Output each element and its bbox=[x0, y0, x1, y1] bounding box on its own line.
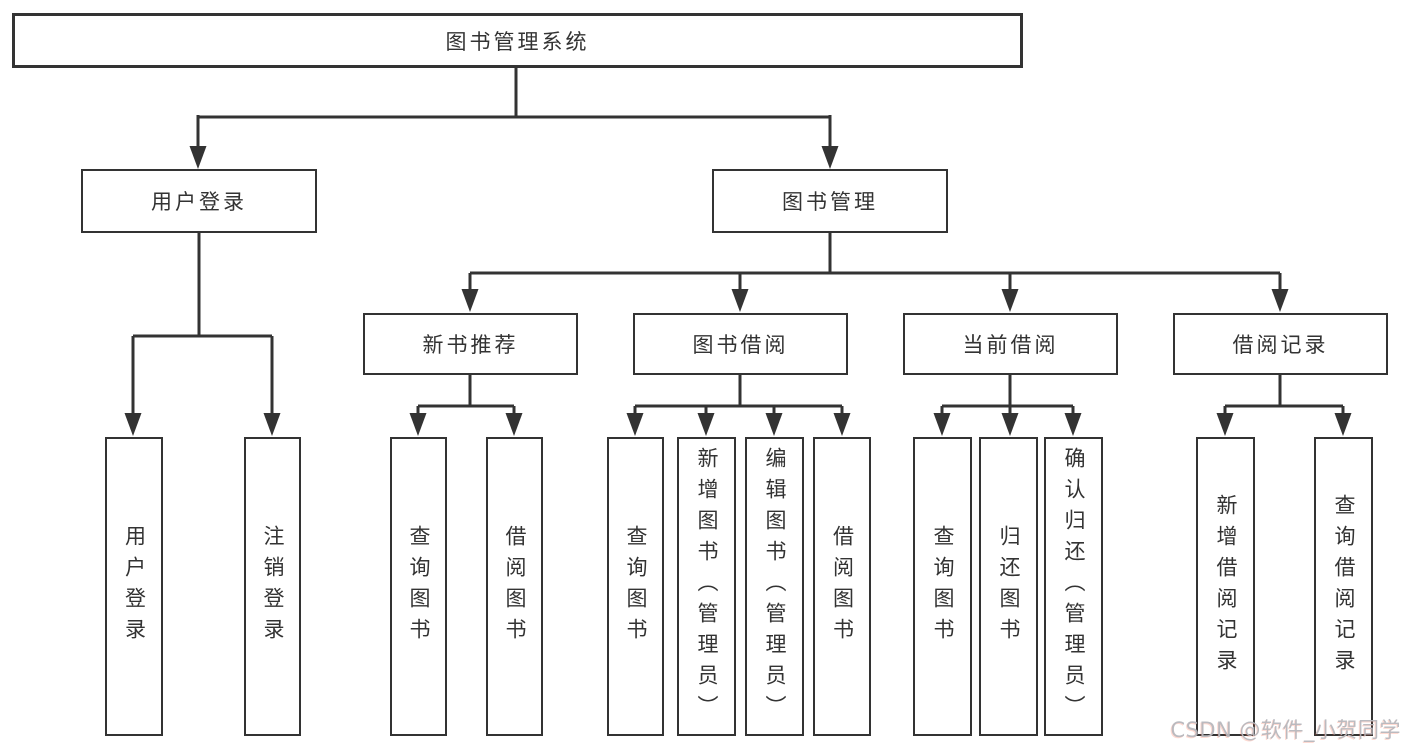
leaf-label: 查询图书 bbox=[407, 524, 431, 649]
leaf-add-book-admin: 新增图书（管理员） bbox=[677, 437, 736, 736]
leaf-label: 借阅图书 bbox=[503, 524, 527, 649]
leaf-label: 查询图书 bbox=[624, 524, 648, 649]
connector-current-borrow-to-leaves bbox=[940, 375, 1075, 418]
leaf-edit-book-admin: 编辑图书（管理员） bbox=[745, 437, 804, 736]
csdn-watermark: CSDN @软件_小贺同学 bbox=[1170, 718, 1401, 742]
leaf-label: 注销登录 bbox=[261, 524, 285, 649]
leaf-borrow-books-borrowing: 借阅图书 bbox=[813, 437, 871, 736]
node-library-management-system: 图书管理系统 bbox=[12, 13, 1023, 68]
leaf-label: 新增借阅记录 bbox=[1214, 493, 1238, 680]
leaf-confirm-return-admin: 确认归还（管理员） bbox=[1044, 437, 1103, 736]
leaf-label: 确认归还（管理员） bbox=[1062, 447, 1086, 726]
connector-new-book-to-leaves bbox=[416, 375, 516, 418]
leaf-logout: 注销登录 bbox=[244, 437, 301, 736]
leaf-query-books-current: 查询图书 bbox=[913, 437, 972, 736]
node-borrow-records: 借阅记录 bbox=[1173, 313, 1388, 375]
leaf-label: 新增图书（管理员） bbox=[695, 447, 719, 726]
leaf-add-borrow-record: 新增借阅记录 bbox=[1196, 437, 1255, 736]
leaf-label: 编辑图书（管理员） bbox=[763, 447, 787, 726]
connector-book-mgmt-to-level3 bbox=[468, 233, 1282, 295]
connector-root-to-level2 bbox=[196, 68, 832, 150]
node-book-borrowing: 图书借阅 bbox=[633, 313, 848, 375]
leaf-label: 查询图书 bbox=[931, 524, 955, 649]
connector-book-borrow-to-leaves bbox=[633, 375, 844, 418]
node-user-login: 用户登录 bbox=[81, 169, 317, 233]
arrowheads bbox=[124, 146, 1352, 436]
leaf-user-login: 用户登录 bbox=[105, 437, 163, 736]
node-new-book-recommend: 新书推荐 bbox=[363, 313, 578, 375]
leaf-return-book: 归还图书 bbox=[979, 437, 1038, 736]
node-current-borrowing: 当前借阅 bbox=[903, 313, 1118, 375]
connector-borrow-records-to-leaves bbox=[1223, 375, 1345, 418]
node-book-management: 图书管理 bbox=[712, 169, 948, 233]
leaf-query-books-borrowing: 查询图书 bbox=[607, 437, 664, 736]
leaf-borrow-books-recommend: 借阅图书 bbox=[486, 437, 543, 736]
leaf-query-books-recommend: 查询图书 bbox=[390, 437, 447, 736]
connector-user-login-to-leaves bbox=[131, 233, 274, 418]
leaf-label: 用户登录 bbox=[122, 524, 147, 649]
leaf-label: 归还图书 bbox=[997, 524, 1021, 649]
leaf-label: 查询借阅记录 bbox=[1332, 493, 1356, 680]
leaf-query-borrow-record: 查询借阅记录 bbox=[1314, 437, 1373, 736]
leaf-label: 借阅图书 bbox=[830, 524, 855, 649]
